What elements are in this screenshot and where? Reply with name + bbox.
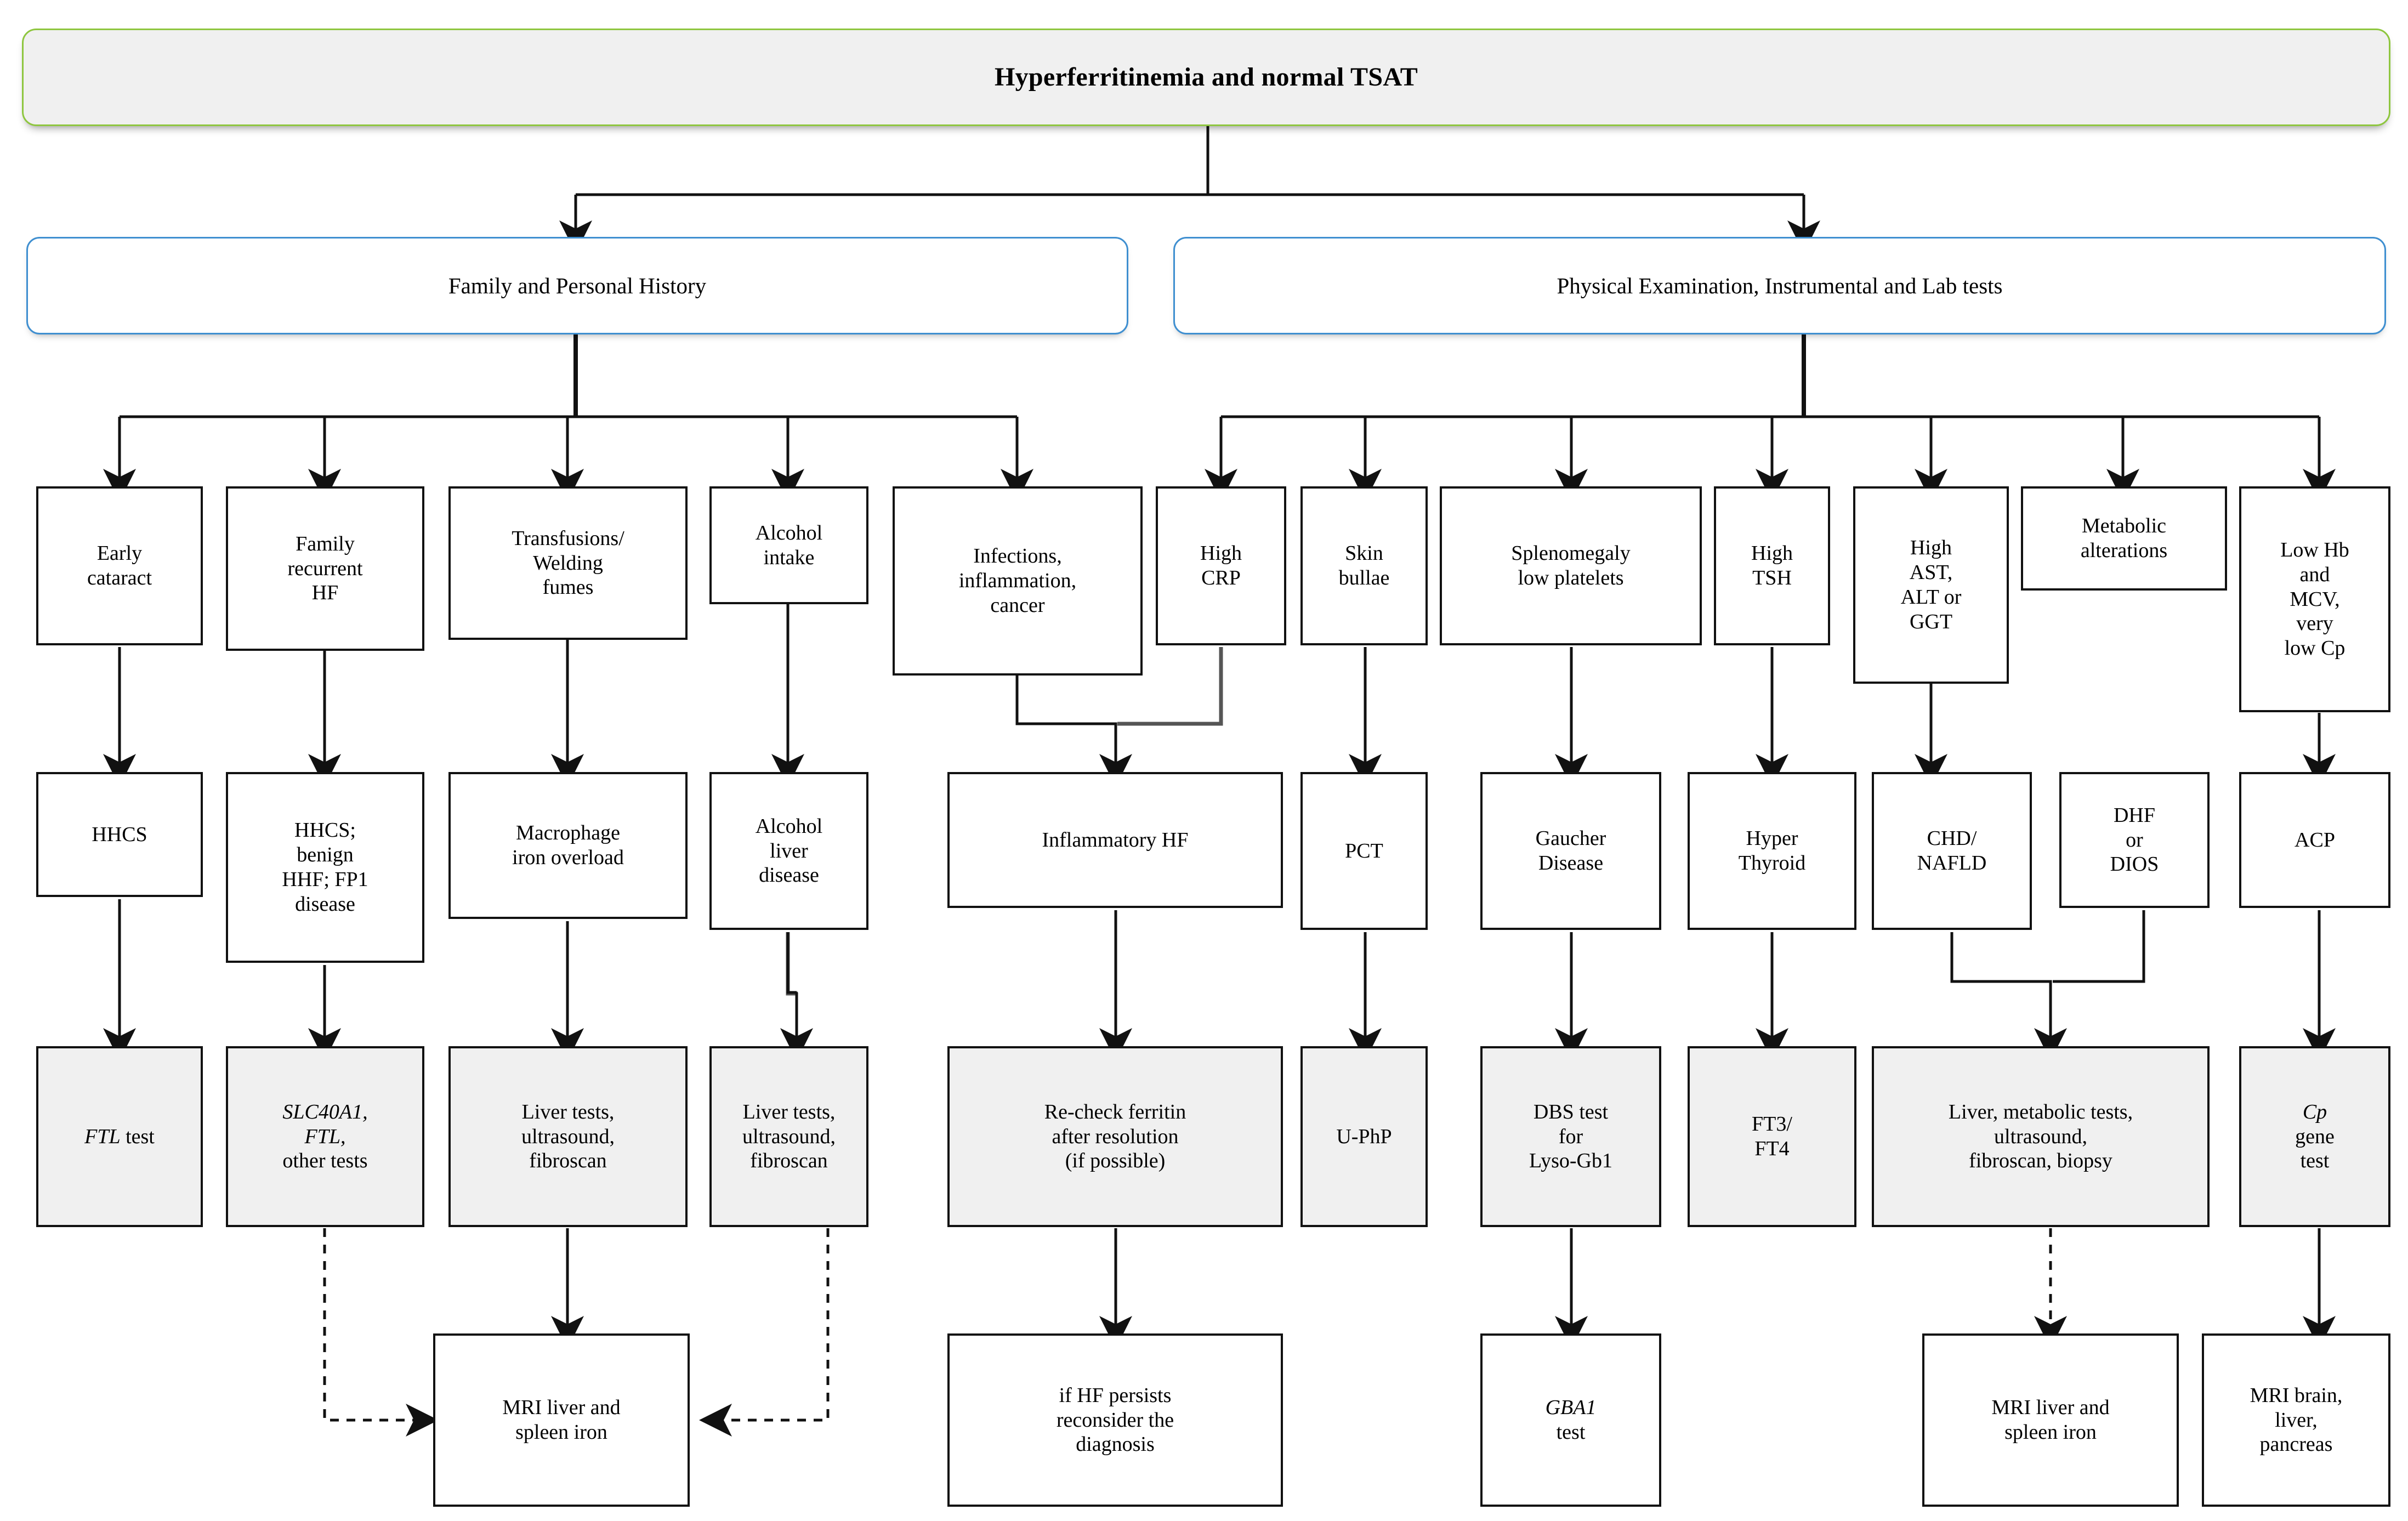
branch-label-history: Family and Personal History — [448, 273, 707, 298]
node-hhcs: HHCS — [36, 772, 203, 897]
node-liver-tests-ultrasound-fibroscan-2: Liver tests,ultrasound,fibroscan — [709, 1046, 868, 1227]
node-label: Liver tests,ultrasound,fibroscan — [521, 1100, 615, 1173]
node-liver-tests-ultrasound-fibroscan-1: Liver tests,ultrasound,fibroscan — [448, 1046, 688, 1227]
branch-family-personal-history: Family and Personal History — [26, 237, 1128, 334]
node-u-php: U-PhP — [1300, 1046, 1428, 1227]
node-ftl-test: FTL test — [36, 1046, 203, 1227]
node-label: FTL test — [84, 1125, 155, 1148]
node-liver-metabolic-tests: Liver, metabolic tests,ultrasound,fibros… — [1872, 1046, 2210, 1227]
node-inflammatory-hf: Inflammatory HF — [947, 772, 1283, 908]
root-node-hyperferritinemia: Hyperferritinemia and normal TSAT — [22, 29, 2390, 126]
node-label: Inflammatory HF — [1042, 828, 1189, 852]
node-label: MRI brain,liver,pancreas — [2250, 1383, 2343, 1456]
node-label: Liver, metabolic tests,ultrasound,fibros… — [1948, 1100, 2133, 1173]
node-slc40a1-ftl-other-tests: SLC40A1,FTL,other tests — [226, 1046, 424, 1227]
node-label: FT3/FT4 — [1752, 1113, 1792, 1160]
node-label: PCT — [1345, 839, 1383, 862]
node-label: U-PhP — [1336, 1125, 1392, 1148]
node-label: SLC40A1,FTL,other tests — [282, 1100, 368, 1173]
node-label: ACP — [2295, 828, 2335, 852]
node-label: HHCS — [92, 822, 147, 846]
branch-label-exam: Physical Examination, Instrumental and L… — [1557, 273, 2003, 298]
branch-physical-exam-lab-tests: Physical Examination, Instrumental and L… — [1173, 237, 2386, 334]
node-mri-brain-liver-pancreas: MRI brain,liver,pancreas — [2202, 1333, 2390, 1507]
node-label: Liver tests,ultrasound,fibroscan — [742, 1100, 836, 1173]
node-acp: ACP — [2239, 772, 2390, 908]
node-chd-nafld: CHD/NAFLD — [1872, 772, 2032, 930]
node-ft3-ft4: FT3/FT4 — [1688, 1046, 1856, 1227]
root-label: Hyperferritinemia and normal TSAT — [994, 62, 1418, 92]
node-infections-inflammation-cancer: Infections,inflammation,cancer — [893, 486, 1143, 676]
node-pct: PCT — [1300, 772, 1428, 930]
node-label: Infections,inflammation,cancer — [958, 544, 1077, 617]
node-label: CHD/NAFLD — [1917, 827, 1987, 875]
